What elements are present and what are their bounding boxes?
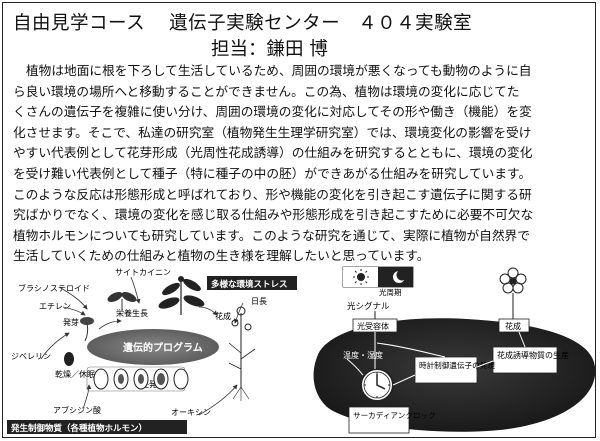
life-cycle-diagram: ブラシノステロイド サイトカイニン エチレン 発芽 栄養生長 ジベレリン 日長 …	[7, 268, 297, 434]
label-circadian: サーカディアンクロック	[353, 410, 436, 420]
label-clock-gene: 時計制御遺伝子の発現	[419, 360, 495, 370]
paragraph-line: 究ばかりでなく、環境の変化を感じ取る仕組みや形態形成を引き起こすために必要不可欠…	[13, 207, 534, 223]
person-in-charge: 担当：鎌田 博	[211, 39, 328, 60]
seedling-icon	[80, 317, 94, 342]
label-aba: アブシジン酸	[53, 405, 101, 415]
label-vegetative-growth: 栄養生長	[116, 308, 148, 318]
paragraph-line: ら良い環境の場所へと移動することができません。この為、植物は環境の変化に応じてた	[13, 83, 520, 99]
page-title: 自由見学コース 遺伝子実験センター ４０４実験室	[13, 9, 472, 35]
paragraph-line: やすい代表例として花芽形成（光周性花成誘導）の仕組みを研究するとともに、環境の変…	[13, 145, 533, 161]
label-stress: 多様な環境ストレス	[211, 279, 288, 290]
label-temperature: 温度・湿度	[343, 350, 383, 360]
label-dry-dormancy: 乾燥／休眠	[55, 369, 95, 379]
label-light-signal: 光シグナル	[347, 301, 390, 312]
plant-icon	[158, 276, 205, 315]
young-plant-icon	[107, 292, 137, 311]
paragraph-line: 植物は地面に根を下ろして生活しているため、周囲の環境が悪くなっても動物のように自	[26, 63, 532, 78]
florigen-box	[492, 346, 558, 374]
moon-icon	[393, 269, 408, 283]
circadian-box	[348, 406, 410, 434]
page-frame: 自由見学コース 遺伝子実験センター ４０４実験室 担当：鎌田 博 植物は地面に根を下…	[2, 2, 596, 438]
label-embryo: 胚発生	[141, 379, 165, 389]
flowering-box	[498, 318, 530, 333]
flowering-plant-icon	[228, 306, 256, 401]
embryo-stage-icon	[173, 368, 189, 390]
center-name: 遺伝子実験センター	[169, 13, 341, 34]
paragraph-line: 植物ホルモンについても研究しています。このような研究を通じて、実際に植物が自然界…	[13, 227, 530, 243]
flower-icon	[499, 267, 527, 319]
stress-label-box	[207, 276, 297, 290]
label-cytokinin: サイトカイニン	[115, 268, 171, 277]
label-genetic-program: 遺伝的プログラム	[122, 341, 203, 354]
label-gibberellin: ジベレリン	[11, 352, 51, 361]
seed-icon	[64, 352, 74, 366]
label-florigen: 花成誘導物質の生産	[497, 350, 569, 360]
label-photoperiod: 光周期	[379, 287, 402, 297]
embryo-stage-icon	[93, 368, 109, 390]
paragraph-line: 生活していくための仕組みと植物の生き様を理解したいと思っています。	[13, 248, 430, 264]
paragraph-line: このような反応は形態形成と呼ばれており、形や機能の変化を引き起こす遺伝子に関する…	[13, 186, 532, 202]
label-auxin: オーキシン	[171, 408, 211, 417]
label-flowering-right: 花成	[505, 321, 521, 331]
sun-icon	[353, 269, 369, 285]
label-germination: 発芽	[63, 317, 79, 327]
caption-hormones: 発生制御物質（各種植物ホルモン）	[10, 423, 147, 434]
label-ethylene: エチレン	[39, 302, 71, 311]
label-brassinosteroid: ブラシノステロイド	[18, 283, 90, 293]
course-name: 自由見学コース	[13, 13, 146, 34]
clock-gene-box	[414, 356, 478, 384]
genetic-program-blob	[87, 329, 219, 365]
room-name: ４０４実験室	[358, 13, 473, 34]
clock-icon	[360, 368, 394, 402]
label-photoreceptor: 光受容体	[357, 321, 389, 331]
label-flowering-left: 花成	[215, 311, 231, 321]
description-paragraph: 植物は地面に根を下ろして生活しているため、周囲の環境が悪くなっても動物のように自…	[13, 61, 591, 267]
flowering-pathway-diagram: 光周期 光シグナル 光受容体 温度・湿度 花成 花成誘導物質の生産 時計制御遺伝…	[313, 266, 596, 434]
paragraph-line: を受け難い代表例として種子（特に種子の中の胚）ができあがる仕組みを研究しています…	[13, 165, 532, 181]
caption-box	[7, 420, 187, 434]
paragraph-line: 化させます。そこで、私達の研究室（植物発生生理学研究室）では、環境変化の影響を受…	[13, 124, 532, 140]
paragraph-line: くさんの遺伝子を複雑に使い分け、周囲の環境の変化に対応してその形や働き（機能）を…	[13, 104, 532, 120]
label-daylength: 日長	[251, 297, 267, 306]
